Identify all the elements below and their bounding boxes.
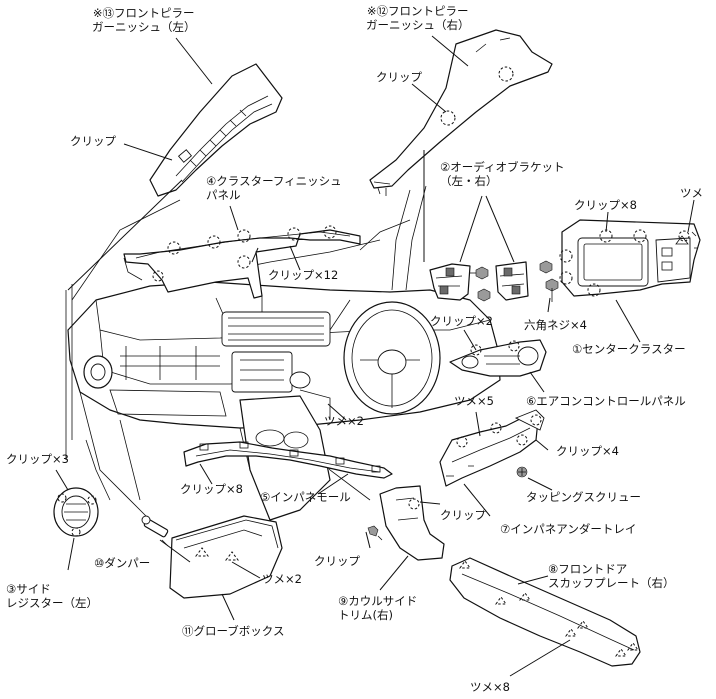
- steering-wheel: [343, 301, 441, 415]
- label-damper: ⑩ダンパー: [94, 556, 151, 570]
- label-clip-x12: クリップ×12: [268, 268, 339, 282]
- label-front-pillar-right-2: ガーニッシュ（右）: [366, 18, 470, 32]
- tapping-screw: [516, 466, 528, 478]
- label-front-pillar-right-1: ※⑫フロントピラー: [366, 4, 469, 18]
- label-cowl-side-trim-2: トリム(右): [338, 608, 393, 622]
- label-scuff-plate: ⑧フロントドアスカッフプレート（右）: [548, 562, 675, 590]
- label-clip-pillar-left: クリップ: [70, 134, 116, 148]
- cowl-side-trim-right: [367, 485, 445, 561]
- label-front-pillar-left-1: ※⑬フロントピラー: [92, 6, 195, 20]
- inpane-mold: [183, 441, 393, 479]
- label-tsume-x5: ツメ×5: [454, 394, 494, 408]
- label-tsume-x2-mold: ツメ×2: [324, 414, 364, 428]
- front-pillar-garnish-right: [369, 29, 553, 196]
- inpane-under-tray: [439, 409, 545, 487]
- label-aircon-panel: ⑥エアコンコントロールパネル: [526, 394, 686, 408]
- label-hex-screw: 六角ネジ×4: [524, 318, 587, 332]
- center-cluster: [559, 219, 701, 297]
- audio-bracket-left: [429, 263, 471, 301]
- label-tsume-x8: ツメ×8: [470, 680, 510, 694]
- cluster-finish-panel: [123, 225, 361, 312]
- label-audio-bracket-1: ②オーディオブラケット: [440, 160, 565, 174]
- label-cluster-finish-1: ④クラスターフィニッシュ: [206, 174, 342, 188]
- label-scuff-plate-2: スカッフプレート（右）: [548, 576, 675, 590]
- leader-lines: [55, 35, 695, 677]
- label-clip-x8-center: クリップ×8: [574, 198, 637, 212]
- label-tapping-screw: タッピングスクリュー: [526, 490, 641, 504]
- label-glove-box: ⑪グローブボックス: [182, 624, 285, 638]
- audio-bracket-right: [495, 261, 529, 301]
- label-tsume-x2-glove: ツメ×2: [262, 572, 302, 586]
- hex-screws: [470, 260, 559, 302]
- label-cluster-finish: ④クラスターフィニッシュパネル: [206, 174, 342, 202]
- glove-box: [169, 515, 283, 599]
- label-under-tray: ⑦インパネアンダートレイ: [500, 522, 637, 536]
- label-center-cluster: ①センタークラスター: [572, 342, 686, 356]
- scuff-plate-right: [449, 557, 641, 667]
- label-audio-bracket-2: （左・右）: [440, 174, 498, 188]
- label-clip-x2: クリップ×2: [430, 314, 493, 328]
- label-clip-pillar-right: クリップ: [376, 70, 422, 84]
- label-cowl-side-trim: ⑨カウルサイドトリム(右): [338, 594, 417, 622]
- label-inpane-mold: ⑤インパネモール: [260, 490, 351, 504]
- label-tsume-center: ツメ: [680, 186, 703, 200]
- front-pillar-garnish-left: [149, 63, 283, 197]
- label-clip-x8-mold: クリップ×8: [180, 482, 243, 496]
- aircon-control-panel: [449, 339, 547, 377]
- label-scuff-plate-1: ⑧フロントドア: [548, 562, 628, 576]
- label-side-register-2: レジスター（左）: [6, 596, 98, 610]
- label-side-register-1: ③サイド: [6, 582, 51, 596]
- label-cluster-finish-2: パネル: [206, 188, 241, 202]
- label-front-pillar-left-2: ガーニッシュ（左）: [92, 20, 196, 34]
- label-cowl-side-trim-1: ⑨カウルサイド: [338, 594, 418, 608]
- damper: [141, 515, 169, 547]
- label-front-pillar-left: ※⑬フロントピラーガーニッシュ（左）: [92, 6, 196, 34]
- label-clip-cowl: クリップ: [440, 508, 486, 522]
- label-front-pillar-right: ※⑫フロントピラーガーニッシュ（右）: [366, 4, 470, 32]
- label-clip-x3: クリップ×3: [6, 452, 69, 466]
- label-audio-bracket: ②オーディオブラケット（左・右）: [440, 160, 565, 188]
- label-clip-x4: クリップ×4: [556, 444, 619, 458]
- label-side-register: ③サイドレジスター（左）: [6, 582, 98, 610]
- label-clip-cowl-left: クリップ: [314, 554, 360, 568]
- side-register-left: [53, 355, 113, 537]
